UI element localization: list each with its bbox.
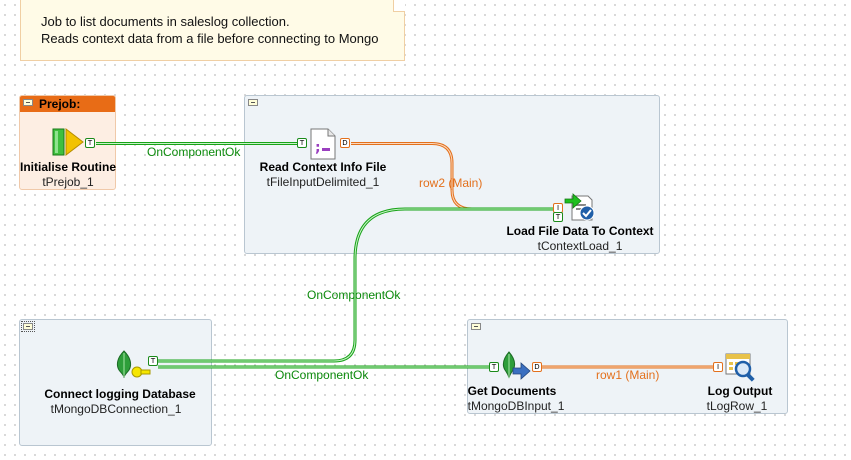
note-line-1: Job to list documents in saleslog collec… bbox=[41, 14, 290, 29]
component-name-get-docs: tMongoDBInput_1 bbox=[467, 399, 565, 413]
component-title-log-output: Log Output bbox=[707, 384, 773, 398]
subjob-collapse-toggle[interactable] bbox=[21, 321, 35, 332]
component-title-get-docs: Get Documents bbox=[467, 384, 557, 398]
link-label-prejob-to-read[interactable]: OnComponentOk bbox=[147, 145, 241, 159]
component-name-connect-db: tMongoDBConnection_1 bbox=[50, 402, 182, 416]
link-label-connect-to-get[interactable]: OnComponentOk bbox=[275, 368, 369, 382]
context-load-icon[interactable] bbox=[564, 192, 596, 222]
subjob-collapse-toggle[interactable] bbox=[248, 99, 258, 106]
trigger-output-badge[interactable]: T bbox=[148, 356, 158, 366]
subjob-collapse-toggle[interactable] bbox=[471, 323, 481, 330]
component-name-log-output: tLogRow_1 bbox=[706, 399, 768, 413]
prejob-collapse-toggle[interactable] bbox=[23, 99, 33, 106]
connection-key-icon bbox=[131, 365, 151, 379]
trigger-input-badge[interactable]: T bbox=[297, 138, 307, 148]
trigger-input-badge[interactable]: T bbox=[489, 362, 499, 372]
component-title-initialise: Initialise Routine bbox=[19, 160, 117, 174]
link-label-get-to-log[interactable]: row1 (Main) bbox=[596, 368, 660, 382]
component-title-load-context: Load File Data To Context bbox=[506, 224, 654, 238]
data-output-badge[interactable]: D bbox=[340, 138, 350, 148]
note-fold-corner bbox=[393, 0, 405, 12]
component-title-read-context: Read Context Info File bbox=[259, 160, 387, 174]
mongodb-leaf-icon[interactable] bbox=[113, 350, 135, 379]
component-name-initialise: tPrejob_1 bbox=[42, 175, 94, 189]
trigger-output-badge[interactable]: T bbox=[553, 212, 563, 222]
log-row-icon[interactable] bbox=[724, 351, 756, 383]
mongodb-input-icon[interactable] bbox=[499, 351, 531, 381]
delimited-file-icon[interactable]: ; bbox=[308, 128, 338, 160]
note-line-2: Reads context data from a file before co… bbox=[41, 31, 379, 46]
component-name-load-context: tContextLoad_1 bbox=[537, 239, 623, 253]
prejob-header bbox=[20, 96, 115, 112]
job-note[interactable]: Job to list documents in saleslog collec… bbox=[20, 0, 405, 61]
svg-text:;: ; bbox=[315, 140, 321, 156]
link-label-read-to-load[interactable]: row2 (Main) bbox=[419, 176, 483, 190]
link-label-load-to-connect[interactable]: OnComponentOk bbox=[307, 288, 401, 302]
prejob-component-icon[interactable] bbox=[52, 127, 84, 159]
data-output-badge[interactable]: D bbox=[532, 362, 542, 372]
component-title-connect-db: Connect logging Database bbox=[44, 387, 196, 401]
component-name-read-context: tFileInputDelimited_1 bbox=[266, 175, 380, 189]
data-input-badge[interactable]: I bbox=[713, 362, 723, 372]
prejob-header-label: Prejob: bbox=[39, 97, 81, 111]
subjob-mongo-connection[interactable] bbox=[19, 319, 212, 446]
trigger-output-badge[interactable]: T bbox=[85, 138, 95, 148]
